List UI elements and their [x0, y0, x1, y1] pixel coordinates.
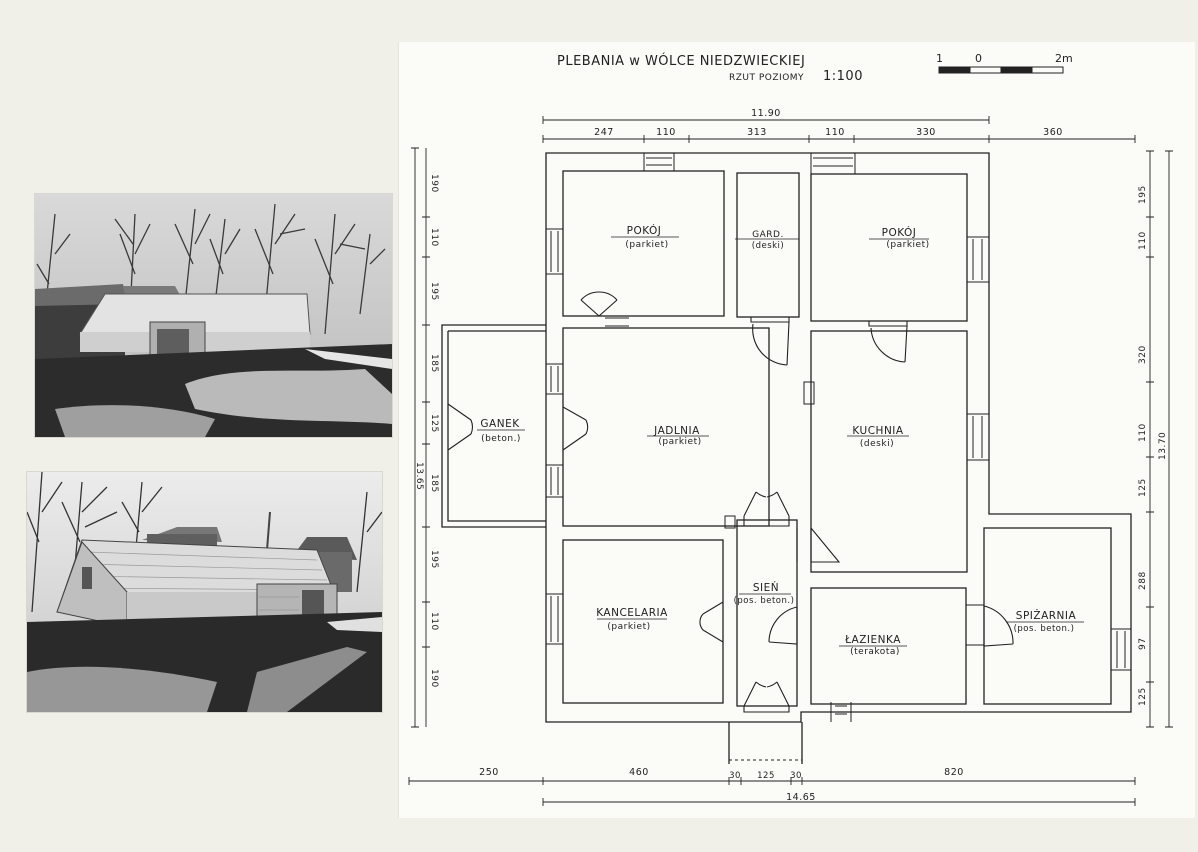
dim-right-5: 125 [1138, 478, 1148, 497]
room-floor-garderoba: (deski) [752, 241, 784, 251]
dim-left-9: 190 [429, 669, 439, 688]
dim-bottom-6: 820 [944, 767, 964, 778]
dim-right-1: 195 [1138, 185, 1148, 204]
dim-bottom-total: 14.65 [786, 792, 816, 803]
floor-plan-sheet: PLEBANIA w WÓLCE NIEDZWIECKIEJ RZUT POZI… [398, 42, 1195, 818]
dim-left-2: 110 [429, 228, 439, 247]
dim-bottom-2: 460 [629, 767, 649, 778]
room-name-kancelaria: KANCELARIA [596, 607, 668, 619]
dim-right-6: 288 [1138, 571, 1148, 590]
dim-bottom-3: 30 [729, 771, 741, 781]
plan-subtitle: RZUT POZIOMY [729, 73, 804, 83]
room-lazienka-walls [810, 587, 967, 705]
dim-left-3: 195 [429, 282, 439, 301]
dim-left-1: 190 [429, 174, 439, 193]
room-floor-lazienka: (terakota) [850, 647, 900, 657]
windows [546, 153, 1131, 722]
dim-bottom-1: 250 [479, 767, 499, 778]
dim-right-total: 13.70 [1158, 432, 1168, 460]
room-floor-kancelaria: (parkiet) [607, 622, 650, 632]
room-floor-pokoj-1: (parkiet) [625, 240, 668, 250]
dim-top-3: 313 [747, 127, 767, 138]
scale-bar-right: 2m [1055, 52, 1073, 65]
room-floor-kuchnia: (deski) [860, 439, 894, 449]
dim-bottom-5: 30 [790, 771, 802, 781]
dim-left-5: 125 [429, 414, 439, 433]
room-name-jadlnia: JADLNIA [653, 425, 700, 437]
room-garderoba-walls [736, 172, 800, 318]
dim-left-6: 185 [429, 474, 439, 493]
room-jadlnia-walls [562, 327, 770, 527]
chimney-1 [803, 381, 815, 405]
dim-top-6: 360 [1043, 127, 1063, 138]
dim-left-8: 110 [429, 612, 439, 631]
dim-right-3: 320 [1138, 345, 1148, 364]
dim-left-7: 195 [429, 550, 439, 569]
room-kuchnia-walls [810, 330, 968, 573]
outer-wall [545, 152, 1132, 723]
room-name-ganek: GANEK [480, 418, 520, 430]
room-floor-jadlnia: (parkiet) [658, 437, 701, 447]
dim-top-5: 330 [916, 127, 936, 138]
chimney-2 [724, 515, 736, 529]
dim-top-total: 11.90 [751, 108, 781, 119]
scale-bar-mid: 0 [975, 52, 982, 65]
dim-top-4: 110 [825, 127, 845, 138]
room-floor-spizarnia: (pos. beton.) [1014, 624, 1075, 634]
room-name-pokoj-2: POKÓJ [882, 226, 917, 239]
photo-outbuilding-side-image [27, 472, 382, 712]
scale-bar-left: 1 [936, 52, 943, 65]
room-name-pokoj-1: POKÓJ [627, 224, 662, 237]
room-floor-sien: (pos. beton.) [734, 596, 795, 606]
room-sien-walls [736, 519, 798, 707]
doors [447, 291, 1014, 713]
dim-top-2: 110 [656, 127, 676, 138]
dim-right-8: 125 [1138, 687, 1148, 706]
room-name-garderoba: GARD. [752, 230, 784, 240]
plan-scale: 1:100 [823, 69, 863, 84]
dim-top-1: 247 [594, 127, 614, 138]
dim-right-2: 110 [1138, 231, 1148, 250]
dim-right-7: 97 [1138, 638, 1148, 650]
dim-bottom-4: 125 [757, 771, 775, 781]
photo-outbuilding-rear [34, 193, 393, 438]
floor-plan-drawing: PLEBANIA w WÓLCE NIEDZWIECKIEJ RZUT POZI… [408, 52, 1173, 806]
room-floor-pokoj-2: (parkiet) [886, 240, 929, 250]
plan-title: PLEBANIA w WÓLCE NIEDZWIECKIEJ [557, 53, 805, 69]
room-name-spizarnia: SPIŻARNIA [1016, 609, 1077, 622]
room-name-kuchnia: KUCHNIA [852, 425, 903, 437]
photo-outbuilding-side [26, 471, 383, 713]
dimension-lines [408, 116, 1173, 806]
entrance-step [728, 722, 803, 764]
room-name-sien: SIEŃ [753, 581, 779, 594]
scale-bar [938, 66, 1064, 74]
dim-left-total: 13.65 [414, 462, 424, 490]
photo-outbuilding-rear-image [35, 194, 392, 437]
porch-walls [441, 324, 546, 528]
dim-left-4: 185 [429, 354, 439, 373]
room-floor-ganek: (beton.) [481, 434, 521, 444]
dim-right-4: 110 [1138, 423, 1148, 442]
room-name-lazienka: ŁAZIENKA [844, 634, 901, 646]
room-kancelaria-walls [562, 539, 724, 704]
room-pokoj-2-walls [810, 173, 968, 322]
